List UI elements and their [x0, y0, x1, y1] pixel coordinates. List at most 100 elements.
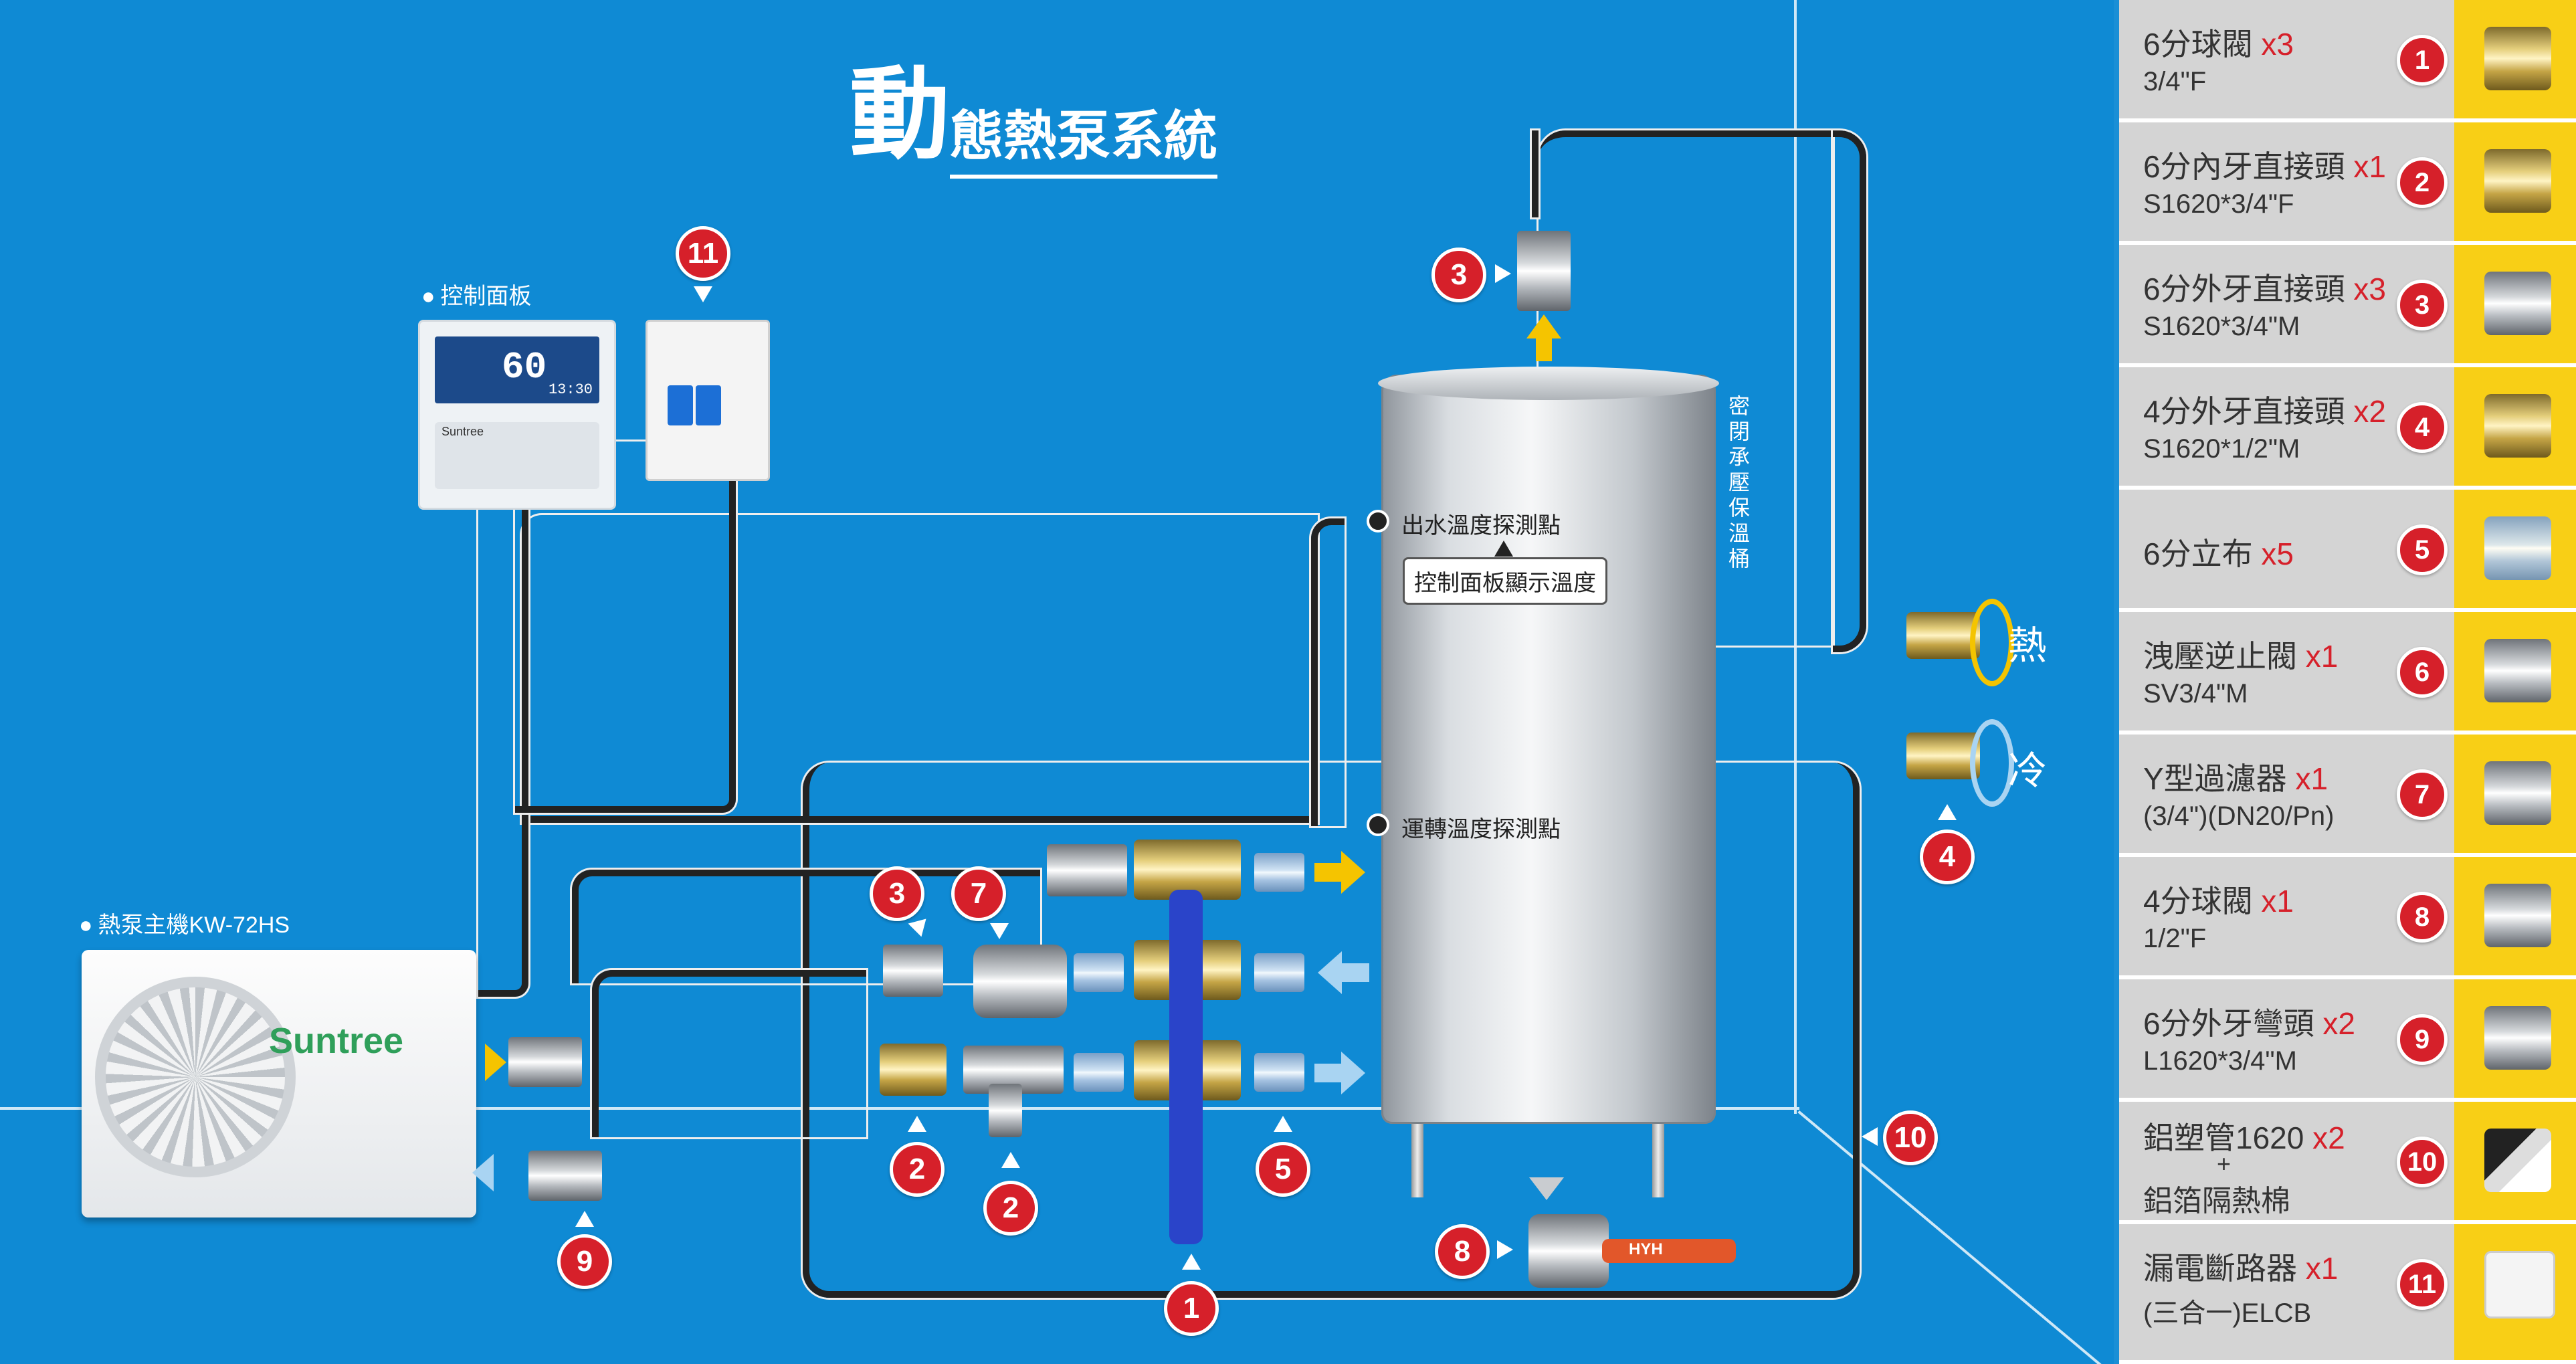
- legend-badge: 11: [2397, 1259, 2448, 1310]
- pointer-8-icon: [1497, 1240, 1513, 1259]
- badge-8: 8: [1435, 1224, 1490, 1279]
- pipe-insulation-part-icon: [2484, 1129, 2551, 1192]
- elbow-part-icon: [2484, 1006, 2551, 1070]
- socket-right-3: [1254, 1053, 1304, 1092]
- legend-badge: 5: [2397, 524, 2448, 575]
- legend-row: 4分外牙直接頭 x2 S1620*1/2"M 4: [2119, 367, 2576, 490]
- legend-qty: x1: [2305, 639, 2339, 674]
- inner-thread-connector-icon: [2484, 149, 2551, 213]
- badge-9: 9: [557, 1234, 612, 1289]
- legend-image: [2454, 1102, 2576, 1220]
- legend-name: Y型過濾器 x1: [2143, 755, 2328, 799]
- legend-qty: x1: [2295, 761, 2329, 796]
- control-panel[interactable]: 60 13:30 Suntree: [418, 320, 616, 510]
- badge-3-tank: 3: [1431, 248, 1486, 302]
- tank-label-text: 密閉承壓保溫桶: [1726, 395, 1750, 573]
- legend-qty: x1: [2261, 884, 2294, 918]
- control-panel-keypad[interactable]: Suntree: [435, 422, 599, 489]
- legend-part-name: 4分外牙直接頭: [2143, 394, 2345, 429]
- diagram-title: 動態熱泵系統: [850, 33, 1218, 179]
- legend-part-name: 4分球閥: [2143, 884, 2253, 918]
- legend-row: 漏電斷路器 x1 (三合一)ELCB 11: [2119, 1224, 2576, 1364]
- socket-right-2: [1254, 953, 1304, 992]
- pipe-cold-return: [803, 763, 1860, 1298]
- up-arrow-icon: [1526, 314, 1561, 338]
- legend-badge: 3: [2397, 280, 2448, 330]
- cold-outlet-fitting: [1906, 733, 1980, 779]
- legend-name: 洩壓逆止閥 x1: [2143, 632, 2338, 676]
- parts-legend: 6分球閥 x3 3/4"F 1 6分內牙直接頭 x1 S1620*3/4"F 2…: [2119, 0, 2576, 1364]
- legend-name: 6分外牙直接頭 x3: [2143, 265, 2386, 309]
- legend-badge: 7: [2397, 769, 2448, 820]
- diagram-stage: 動態熱泵系統 Suntree 熱泵主機KW-72HS 控制面板 60 13:30…: [0, 0, 2114, 1364]
- legend-spec: 3/4"F: [2143, 67, 2207, 96]
- legend-spec: L1620*3/4"M: [2143, 1046, 2297, 1076]
- pointer-1-icon: [1182, 1254, 1201, 1270]
- ball-valve-part-icon: [2484, 27, 2551, 90]
- legend-qty: x3: [2261, 27, 2294, 62]
- heat-pump-label: 熱泵主機KW-72HS: [79, 906, 290, 939]
- pointer-2-valve-icon: [1001, 1152, 1020, 1168]
- legend-badge: 1: [2397, 35, 2448, 86]
- legend-part-name: 6分立布: [2143, 537, 2253, 571]
- inner-thread-fitting: [880, 1044, 947, 1096]
- tank-leg-right: [1652, 1124, 1664, 1197]
- outlet-probe-label: 出水溫度探測點: [1401, 513, 1561, 539]
- legend-name: 漏電斷路器 x1: [2143, 1244, 2338, 1288]
- legend-plus: +: [2217, 1150, 2232, 1177]
- badge-2-valve: 2: [983, 1181, 1038, 1236]
- drain-valve-brand: HYH: [1629, 1240, 1663, 1258]
- legend-part-name: 漏電斷路器: [2143, 1251, 2297, 1286]
- legend-image: [2454, 0, 2576, 118]
- legend-name: 鋁塑管1620 x2: [2143, 1114, 2345, 1158]
- legend-badge: 6: [2397, 647, 2448, 698]
- ball-valve-handle[interactable]: [1169, 890, 1203, 1244]
- pointer-9-icon: [575, 1211, 594, 1227]
- legend-part-name: 6分外牙直接頭: [2143, 272, 2345, 306]
- legend-badge: 4: [2397, 402, 2448, 453]
- legend-part-name: 6分內牙直接頭: [2143, 149, 2345, 184]
- control-panel-label: 控制面板: [421, 278, 532, 310]
- elcb-breaker[interactable]: [646, 320, 770, 481]
- pipe-hot-outlet: [1539, 130, 1833, 646]
- legend-row: 6分內牙直接頭 x1 S1620*3/4"F 2: [2119, 122, 2576, 245]
- keypad-brand: Suntree: [441, 425, 484, 438]
- pointer-4-icon: [1938, 804, 1957, 820]
- legend-row: 4分球閥 x1 1/2"F 8: [2119, 857, 2576, 979]
- display-temperature: 60: [502, 346, 547, 389]
- legend-row: Y型過濾器 x1 (3/4")(DN20/Pn) 7: [2119, 735, 2576, 857]
- legend-qty: x2: [2322, 1006, 2355, 1041]
- panel-display-note: 控制面板顯示溫度: [1403, 557, 1607, 605]
- legend-image: [2454, 612, 2576, 730]
- elcb-switch-left[interactable]: [668, 385, 693, 425]
- small-ball-valve-part-icon: [2484, 884, 2551, 947]
- elcb-switch-right[interactable]: [696, 385, 721, 425]
- running-probe-icon: [1367, 813, 1389, 836]
- pipe-supply-upper: [572, 870, 1040, 983]
- legend-spec: (三合一)ELCB: [2143, 1298, 2312, 1328]
- drain-valve-handle[interactable]: HYH: [1602, 1239, 1736, 1263]
- right-arrow-cold-stem: [1314, 1064, 1343, 1082]
- legend-badge: 8: [2397, 892, 2448, 943]
- drain-ball-valve: [1528, 1214, 1609, 1288]
- legend-spec: SV3/4"M: [2143, 679, 2248, 708]
- legend-row: 鋁塑管1620 x2 + 鋁箔隔熱棉 10: [2119, 1102, 2576, 1224]
- legend-row: 6分外牙彎頭 x2 L1620*3/4"M 9: [2119, 979, 2576, 1102]
- legend-badge: 2: [2397, 157, 2448, 208]
- legend-part-name: 鋁塑管1620: [2143, 1121, 2304, 1155]
- socket-part-icon: [2484, 516, 2551, 580]
- hot-outlet-fitting: [1906, 612, 1980, 659]
- display-time: 13:30: [548, 381, 593, 398]
- pipe-supply-lower: [592, 970, 866, 1137]
- pointer-2-fitting-icon: [908, 1116, 926, 1132]
- right-arrow-hot-icon: [1341, 851, 1365, 894]
- pipe-hot-down: [1833, 130, 1866, 652]
- tank-label: 密閉承壓保溫桶: [1722, 395, 1753, 573]
- title-first-char: 動: [850, 58, 951, 171]
- legend-image: [2454, 122, 2576, 241]
- elbow-upper: [508, 1037, 582, 1087]
- badge-7: 7: [951, 866, 1006, 921]
- legend-part-name: 6分外牙彎頭: [2143, 1006, 2314, 1041]
- outlet-probe-icon: [1367, 510, 1389, 532]
- half-inch-connector-icon: [2484, 394, 2551, 458]
